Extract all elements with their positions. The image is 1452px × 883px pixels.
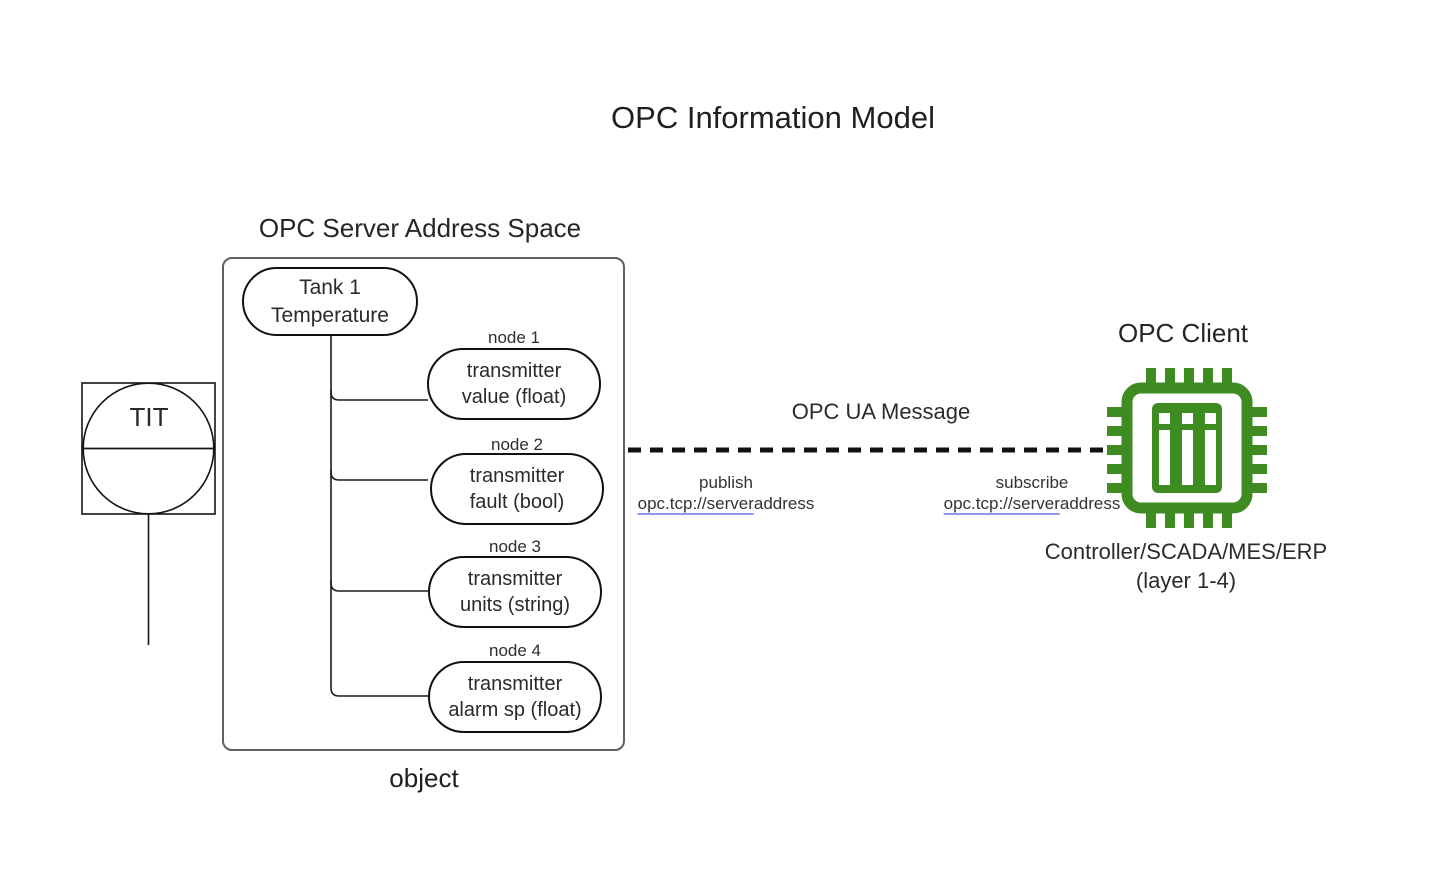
node1-pill: transmitter value (float) xyxy=(427,348,601,420)
publish-url-rest: address xyxy=(753,494,815,513)
node4-label: node 4 xyxy=(489,641,541,660)
subscribe-action-label: subscribe xyxy=(995,473,1069,492)
node-tree-connectors xyxy=(330,336,428,697)
publish-label-group: publish opc.tcp://serveraddress xyxy=(637,472,815,515)
node2-line2: fault (bool) xyxy=(469,491,565,513)
node2-line1: transmitter xyxy=(469,465,565,487)
instrument-tag-label: TIT xyxy=(129,402,169,432)
subscribe-url-rest: address xyxy=(1059,494,1121,513)
publish-url-linked: opc.tcp://server xyxy=(637,494,754,515)
node1-line2: value (float) xyxy=(461,386,567,408)
tit-instrument-icon xyxy=(81,382,216,645)
client-caption: Controller/SCADA/MES/ERP (layer 1-4) xyxy=(1045,537,1327,595)
publish-action-label: publish xyxy=(699,473,753,492)
node1-line1: transmitter xyxy=(466,360,562,382)
subscribe-url-linked: opc.tcp://server xyxy=(943,494,1060,515)
node3-line2: units (string) xyxy=(459,594,571,616)
node4-line1: transmitter xyxy=(467,673,563,695)
node3-label: node 3 xyxy=(489,537,541,556)
server-address-space-heading: OPC Server Address Space xyxy=(258,213,582,243)
root-node-line2: Temperature xyxy=(271,303,389,327)
root-node-line1: Tank 1 xyxy=(299,276,361,300)
node4-line2: alarm sp (float) xyxy=(448,699,582,721)
opc-ua-message-label: OPC UA Message xyxy=(791,399,971,424)
diagram-title: OPC Information Model xyxy=(611,100,935,135)
node2-pill: transmitter fault (bool) xyxy=(430,453,604,525)
node3-line1: transmitter xyxy=(467,568,563,590)
chip-icon xyxy=(1107,368,1267,528)
opc-client-heading: OPC Client xyxy=(1117,318,1249,348)
node3-pill: transmitter units (string) xyxy=(428,556,602,628)
opc-ua-message-dashed-line xyxy=(628,447,1110,453)
subscribe-url: opc.tcp://serveraddress xyxy=(943,493,1121,515)
client-caption-line2: (layer 1-4) xyxy=(1135,568,1237,593)
client-caption-line1: Controller/SCADA/MES/ERP xyxy=(1044,539,1328,564)
subscribe-label-group: subscribe opc.tcp://serveraddress xyxy=(943,472,1121,515)
object-caption: object xyxy=(389,763,459,793)
node2-label: node 2 xyxy=(491,435,543,454)
root-node-tank1-temperature: Tank 1 Temperature xyxy=(242,267,418,336)
node4-pill: transmitter alarm sp (float) xyxy=(428,661,602,733)
node1-label: node 1 xyxy=(488,328,540,347)
publish-url: opc.tcp://serveraddress xyxy=(637,493,815,515)
